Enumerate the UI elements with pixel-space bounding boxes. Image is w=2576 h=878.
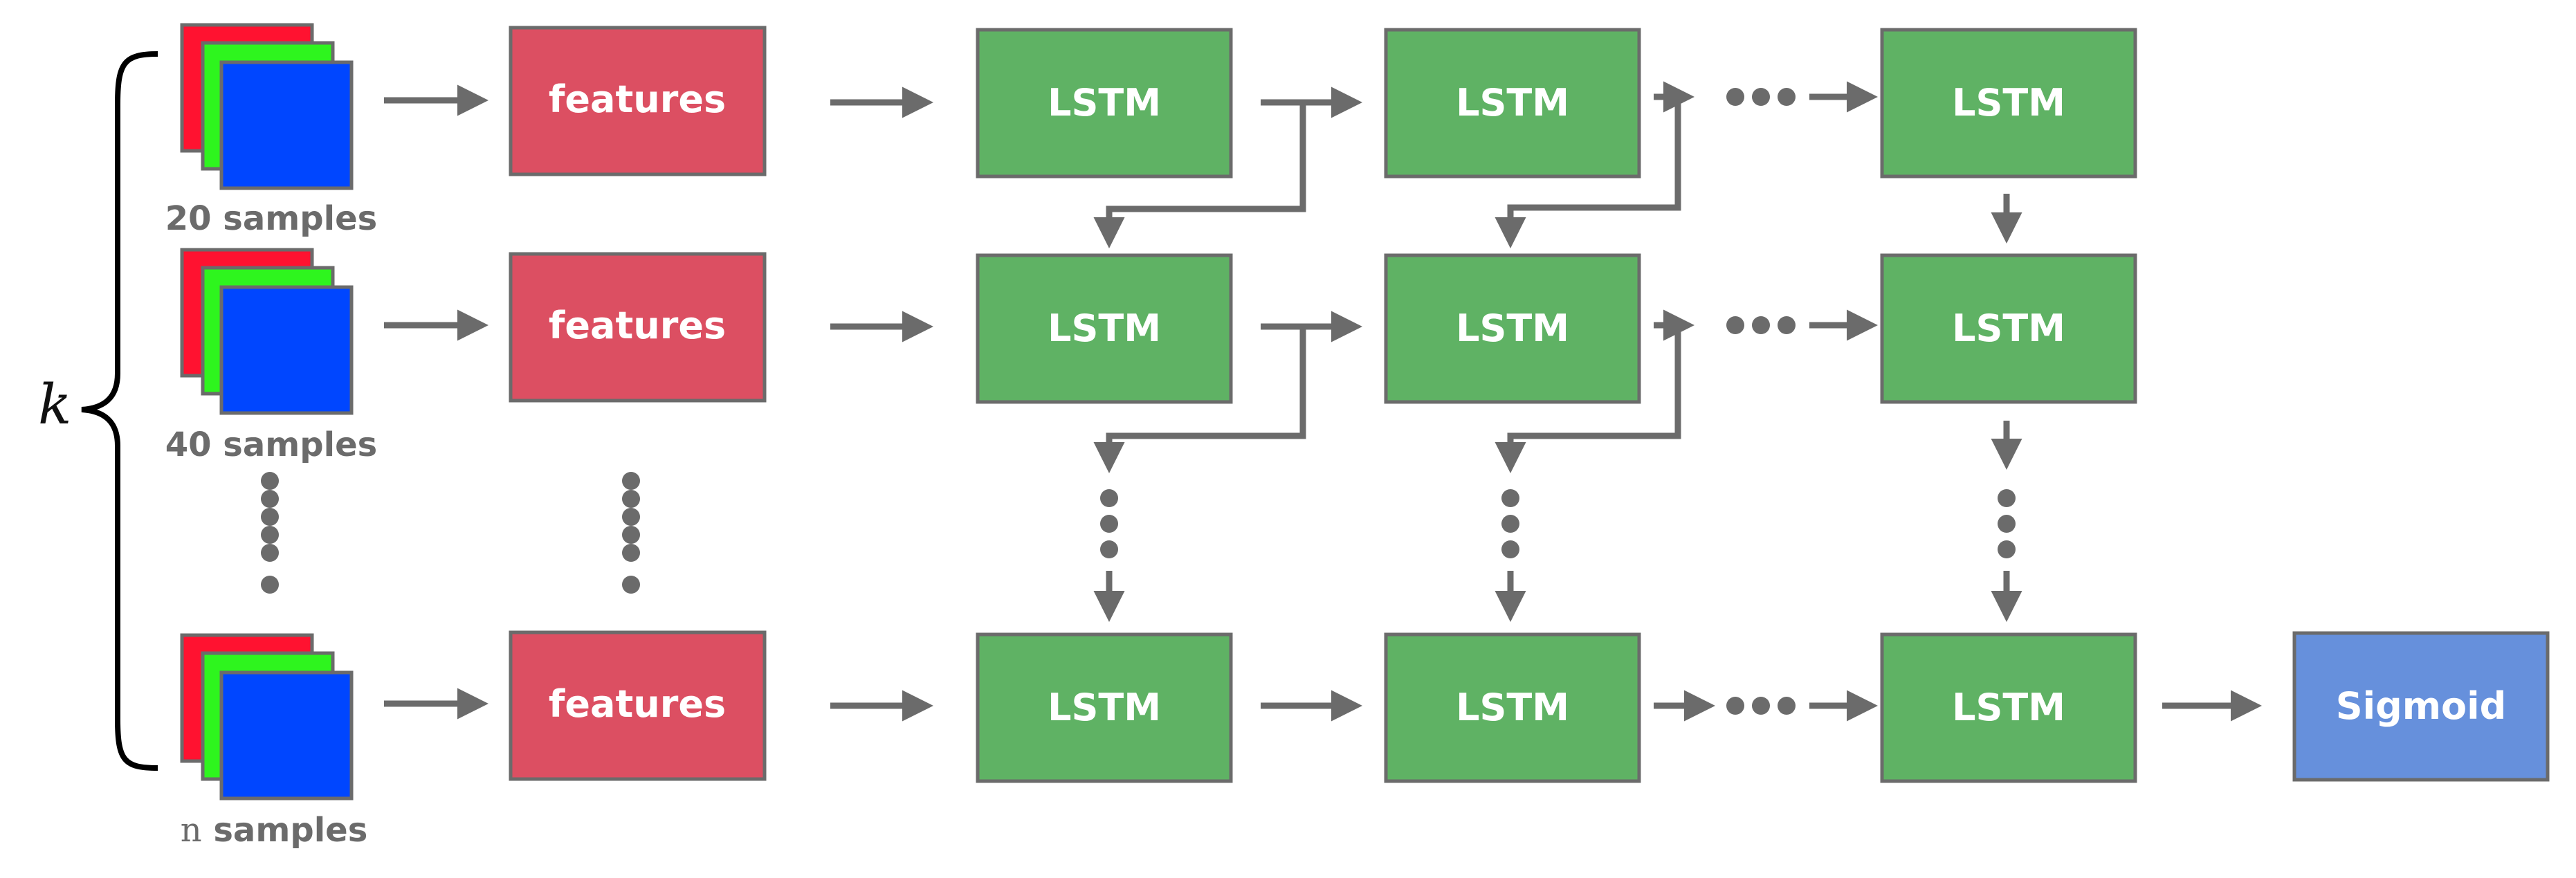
frame-stack-20 <box>180 23 354 190</box>
svg-text:LSTM: LSTM <box>1952 81 2065 125</box>
vertical-ellipsis-lstm <box>1100 489 2016 558</box>
k-label: k <box>38 372 71 437</box>
arrows-into-row3 <box>1093 571 2022 622</box>
lstm-box-r1-c2: LSTM <box>1384 28 1641 179</box>
samples-label-40: 40 samples <box>165 426 377 464</box>
samples-ellipsis <box>261 472 279 594</box>
ellipsis-row2 <box>1726 316 1796 334</box>
arrows-samples-to-features <box>384 84 488 720</box>
lstm-box-r3-c2: LSTM <box>1384 632 1641 783</box>
svg-text:features: features <box>549 682 726 726</box>
sigmoid-box: Sigmoid <box>2292 631 2550 782</box>
features-box-3: features <box>509 630 767 781</box>
branch-connectors-row1 <box>1093 93 2022 248</box>
branch-connectors-row2 <box>1093 322 2022 473</box>
svg-text:LSTM: LSTM <box>1456 307 1569 350</box>
svg-text:LSTM: LSTM <box>1048 686 1161 729</box>
svg-text:LSTM: LSTM <box>1952 307 2065 350</box>
ellipsis-row1 <box>1726 88 1796 106</box>
frame-stack-40 <box>180 248 354 415</box>
features-box-1: features <box>509 26 767 176</box>
lstm-box-r3-c1: LSTM <box>976 632 1233 783</box>
lstm-box-r2-c1: LSTM <box>976 253 1233 404</box>
k-brace <box>81 51 158 771</box>
samples-label-20: 20 samples <box>165 199 377 238</box>
lstm-box-r2-c3: LSTM <box>1880 253 2137 404</box>
svg-text:LSTM: LSTM <box>1048 81 1161 125</box>
lstm-box-r3-c3: LSTM <box>1880 632 2137 783</box>
svg-text:LSTM: LSTM <box>1048 307 1161 350</box>
arrows-features-to-lstm <box>830 86 933 722</box>
ellipsis-row3 <box>1726 697 1796 715</box>
lstm-box-r1-c3: LSTM <box>1880 28 2137 179</box>
svg-text:Sigmoid: Sigmoid <box>2336 684 2507 728</box>
frame-stack-n <box>180 633 354 801</box>
svg-text:LSTM: LSTM <box>1952 686 2065 729</box>
lstm-box-r1-c1: LSTM <box>976 28 1233 179</box>
features-box-2: features <box>509 252 767 403</box>
svg-text:features: features <box>549 304 726 347</box>
svg-text:LSTM: LSTM <box>1456 81 1569 125</box>
features-ellipsis <box>622 472 640 594</box>
svg-text:LSTM: LSTM <box>1456 686 1569 729</box>
samples-label-n: n samples <box>181 811 368 850</box>
lstm-box-r2-c2: LSTM <box>1384 253 1641 404</box>
svg-text:features: features <box>549 77 726 121</box>
